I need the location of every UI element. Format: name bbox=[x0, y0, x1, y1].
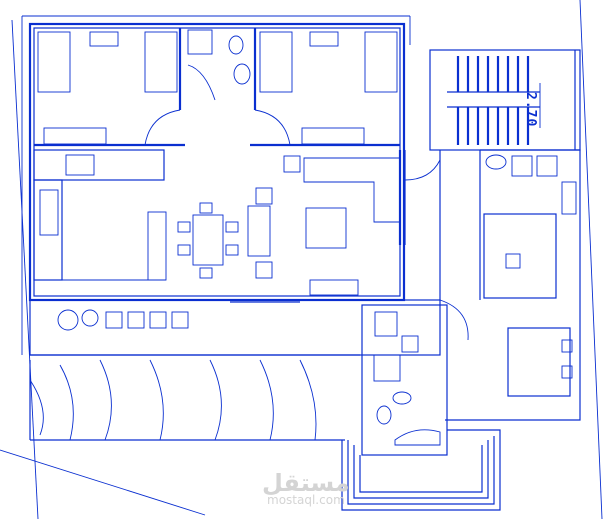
toilet bbox=[228, 35, 244, 55]
dining-table bbox=[192, 214, 224, 266]
bathroom-top bbox=[187, 29, 251, 101]
coffee-table bbox=[305, 207, 347, 249]
l-sofa bbox=[303, 157, 401, 223]
nightstand bbox=[309, 31, 339, 47]
shower bbox=[187, 29, 213, 55]
east-wing bbox=[404, 149, 581, 421]
watermark-latin: mostaql.com bbox=[267, 493, 345, 507]
stove bbox=[65, 154, 95, 176]
sofa bbox=[247, 205, 271, 257]
bedrooms bbox=[34, 28, 400, 147]
garden-contours bbox=[29, 359, 317, 441]
master-bed bbox=[507, 327, 571, 397]
watermark-arabic: مستقل bbox=[262, 469, 350, 497]
sink bbox=[233, 63, 251, 85]
balcony-furniture bbox=[57, 301, 300, 331]
staircase bbox=[429, 49, 581, 151]
bed bbox=[37, 31, 71, 93]
bed bbox=[259, 31, 293, 93]
nightstand bbox=[89, 31, 119, 47]
bed bbox=[144, 31, 178, 93]
stair-dimension-label: 2.70 bbox=[523, 92, 538, 128]
wardrobe bbox=[301, 127, 365, 145]
kitchen-sink bbox=[39, 189, 59, 236]
watermark: مستقل mostaql.com bbox=[262, 470, 350, 506]
wardrobe bbox=[43, 127, 107, 145]
bathroom-bottom bbox=[361, 304, 448, 456]
tv-unit bbox=[309, 279, 359, 296]
living-room bbox=[177, 150, 406, 296]
terrace bbox=[341, 429, 501, 511]
bed bbox=[364, 31, 398, 93]
kitchen bbox=[33, 149, 167, 281]
